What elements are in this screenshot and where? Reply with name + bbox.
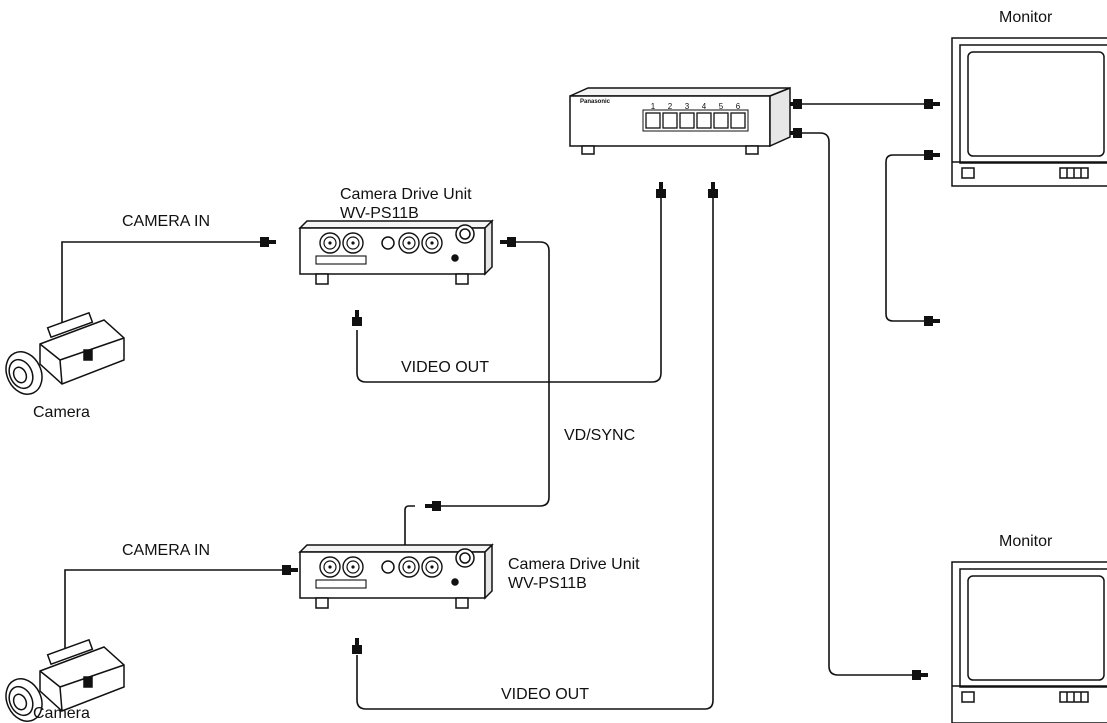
switcher-buttons (642, 109, 749, 132)
vd-sync-label: VD/SYNC (564, 427, 636, 444)
camera-label-top: Camera (33, 404, 90, 421)
camera-in-label-top: CAMERA IN (122, 213, 211, 230)
drive-unit-label-top: Camera Drive Unit WV-PS11B (340, 185, 472, 223)
switcher-number: 6 (736, 102, 741, 111)
switcher-button-numbers: 1 2 3 4 5 6 (651, 102, 741, 111)
video-out-label-top: VIDEO OUT (401, 359, 490, 376)
camera-drive-unit-bottom (298, 543, 494, 609)
switcher-number: 4 (702, 102, 707, 111)
drive-unit-model: WV-PS11B (508, 575, 587, 592)
switcher-brand: Panasonic (580, 99, 611, 105)
switcher-number: 5 (719, 102, 724, 111)
drive-unit-model: WV-PS11B (340, 205, 419, 222)
camera-bottom (5, 638, 125, 722)
monitor-bottom (951, 561, 1107, 723)
cables (61, 103, 928, 710)
drive-unit-name: Camera Drive Unit (508, 556, 640, 573)
switcher-number: 1 (651, 102, 656, 111)
camera-in-label-bottom: CAMERA IN (122, 542, 211, 559)
video-out-label-bottom: VIDEO OUT (501, 686, 590, 703)
monitor-top (951, 37, 1107, 187)
camera-top (5, 311, 125, 395)
monitor-label-bottom: Monitor (999, 533, 1053, 550)
drive-unit-name: Camera Drive Unit (340, 186, 472, 203)
camera-label-bottom: Camera (33, 705, 90, 722)
switcher-number: 3 (685, 102, 690, 111)
monitor-label-top: Monitor (999, 9, 1053, 26)
drive-unit-label-bottom: Camera Drive Unit WV-PS11B (508, 555, 640, 593)
video-switcher (569, 86, 791, 155)
switcher-number: 2 (668, 102, 673, 111)
camera-drive-unit-top (298, 219, 494, 285)
